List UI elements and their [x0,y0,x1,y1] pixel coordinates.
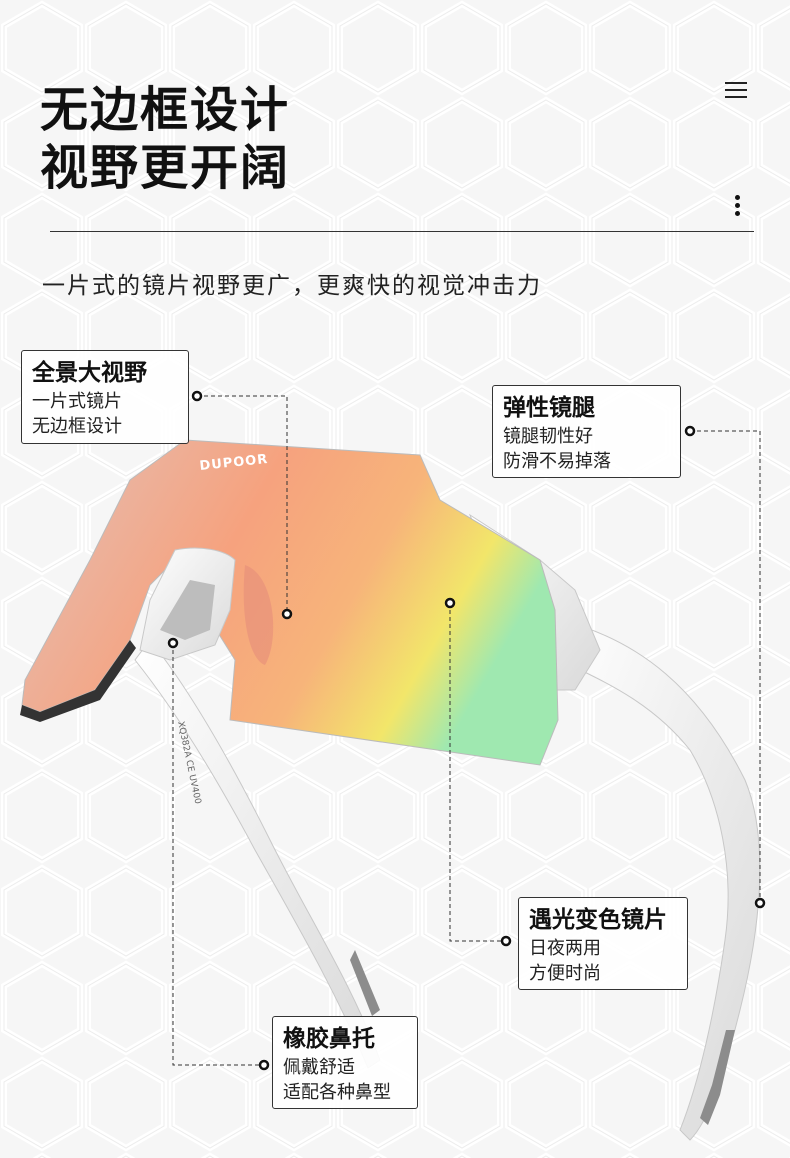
callout-nosepad: 橡胶鼻托 佩戴舒适 适配各种鼻型 [272,1016,418,1109]
callout-temple-line-2: 防滑不易掉落 [503,451,611,472]
marker-temple-start [684,425,696,437]
connector-photochromic [449,603,506,942]
callout-panorama-title: 全景大视野 [32,360,147,386]
marker-photochromic-start [444,597,456,609]
header-divider [50,231,754,232]
page-title-line-1: 无边框设计 [40,82,291,138]
lens [21,439,559,766]
callout-panorama: 全景大视野 一片式镜片 无边框设计 [21,350,189,444]
menu-icon[interactable] [725,82,747,100]
callout-photochromic: 遇光变色镜片 日夜两用 方便时尚 [518,897,688,990]
callout-photochromic-title: 遇光变色镜片 [529,907,667,933]
callout-panorama-line-1: 一片式镜片 [32,391,122,412]
connector-temple [690,430,761,903]
callout-photochromic-line-1: 日夜两用 [529,938,601,959]
callout-temple-title: 弹性镜腿 [503,395,595,421]
callout-panorama-line-2: 无边框设计 [32,416,122,437]
right-temple [559,619,761,1141]
marker-panorama-end [281,608,293,620]
brand-logo: DUPOOR [199,452,269,474]
connector-panorama [197,395,288,614]
marker-photochromic-end [500,935,512,947]
callout-temple: 弹性镜腿 镜腿韧性好 防滑不易掉落 [492,385,681,478]
callout-nosepad-title: 橡胶鼻托 [283,1026,375,1052]
connector-nosepad [172,643,264,1066]
page-subtitle: 一片式的镜片视野更广，更爽快的视觉冲击力 [42,273,542,299]
callout-temple-line-1: 镜腿韧性好 [503,426,593,447]
marker-nosepad-start [167,637,179,649]
callout-nosepad-line-1: 佩戴舒适 [283,1057,355,1078]
page-title-line-2: 视野更开阔 [40,140,291,196]
marker-panorama-start [191,390,203,402]
callout-photochromic-line-2: 方便时尚 [529,963,601,984]
more-vertical-icon[interactable] [733,195,741,221]
marker-nosepad-end [258,1059,270,1071]
marker-temple-end [754,897,766,909]
callout-nosepad-line-2: 适配各种鼻型 [283,1082,391,1103]
